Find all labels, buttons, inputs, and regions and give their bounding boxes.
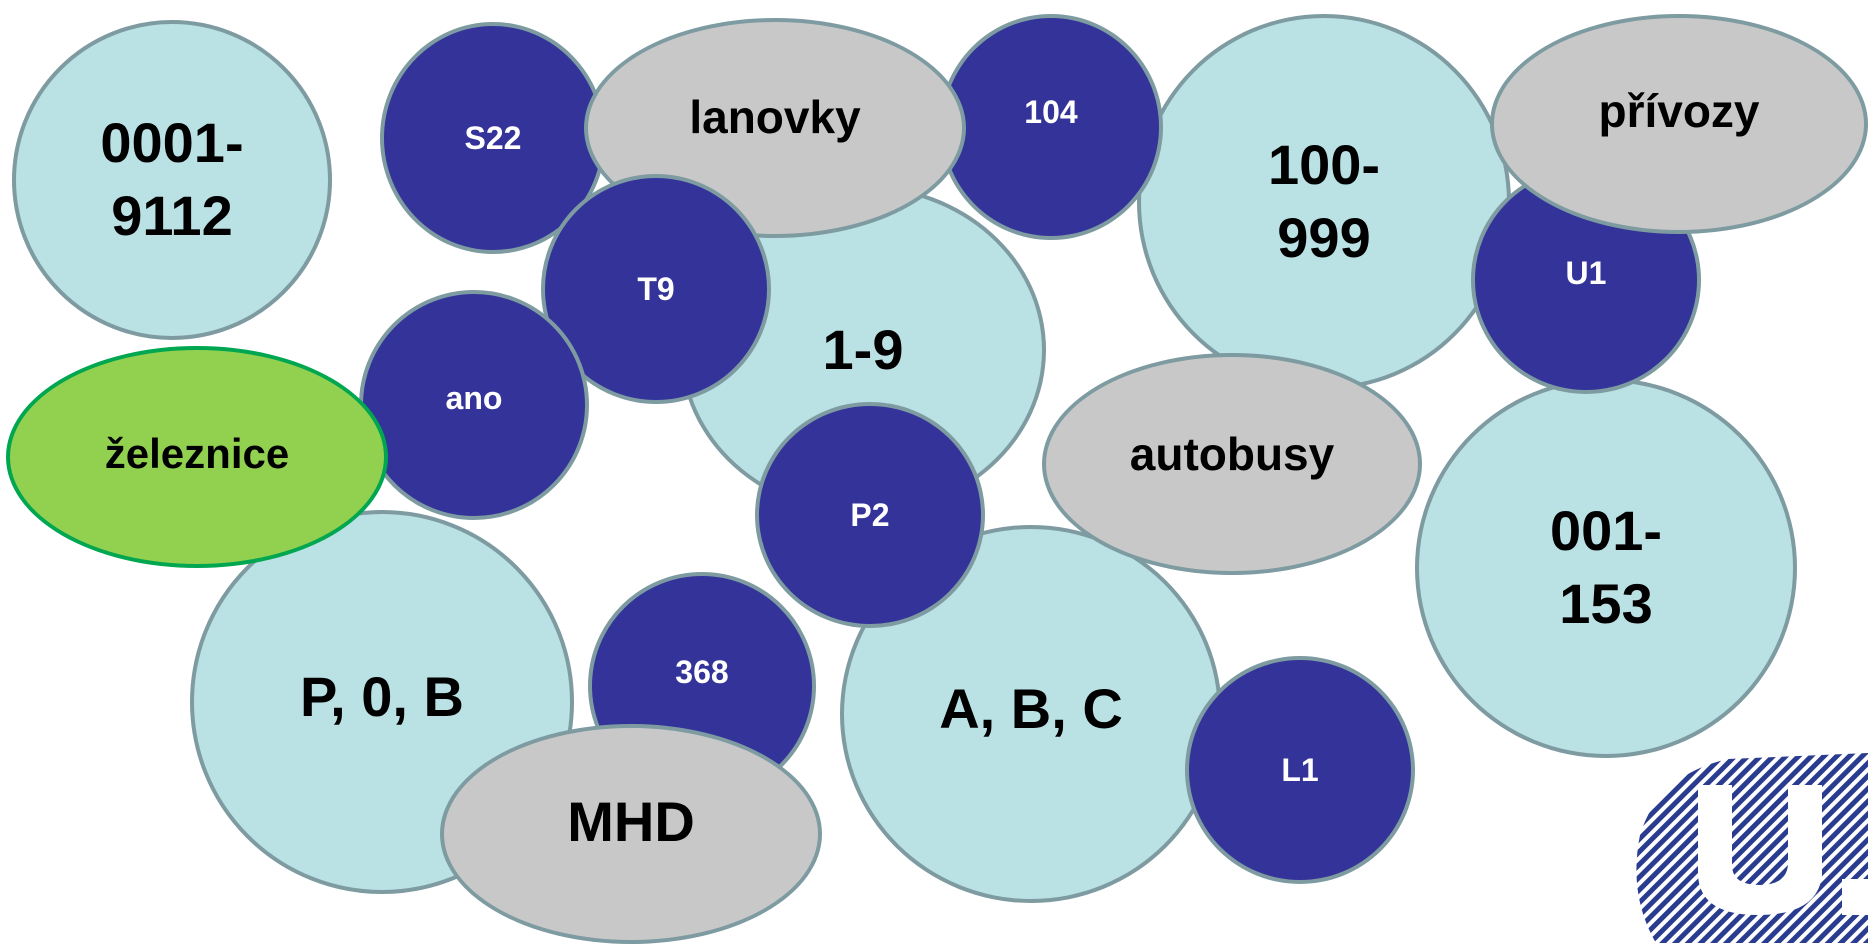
label-lanovky: lanovky xyxy=(689,91,861,143)
label-zeleznice: železnice xyxy=(104,430,290,477)
label-ano: ano xyxy=(445,379,503,416)
label-letters-abc: A, B, C xyxy=(939,676,1123,740)
label-mhd: MHD xyxy=(567,789,695,853)
circle-104: 104 xyxy=(939,14,1163,240)
label-privozy: přívozy xyxy=(1598,85,1760,137)
label-letters-pob: P, 0, B xyxy=(300,664,464,728)
label-s22: S22 xyxy=(464,119,522,156)
circle-urban-bus: 001- 153 xyxy=(1415,378,1797,758)
label-u1: U1 xyxy=(1565,254,1607,291)
oval-privozy: přívozy xyxy=(1490,14,1868,234)
label-city-lines: 1-9 xyxy=(822,317,904,381)
circle-railway-numbers: 0001- 9112 xyxy=(12,20,332,340)
label-urban-bus: 001- 153 xyxy=(1549,499,1663,635)
oval-autobusy: autobusy xyxy=(1042,353,1422,575)
label-104: 104 xyxy=(1024,93,1078,130)
oval-mhd: MHD xyxy=(440,724,822,944)
label-t9: T9 xyxy=(637,270,675,307)
label-l1: L1 xyxy=(1281,751,1319,788)
label-regional-bus: 100- 999 xyxy=(1267,133,1381,269)
circle-p2: P2 xyxy=(755,402,985,628)
circle-regional-bus: 100- 999 xyxy=(1137,14,1511,390)
label-p2: P2 xyxy=(850,496,890,533)
label-railway-numbers: 0001- 9112 xyxy=(100,111,244,247)
label-368: 368 xyxy=(675,653,729,690)
circle-l1: L1 xyxy=(1185,656,1415,884)
oval-zeleznice: železnice xyxy=(6,346,388,568)
logo-icon xyxy=(1636,753,1868,943)
circle-ano: ano xyxy=(359,290,589,520)
label-autobusy: autobusy xyxy=(1129,428,1335,480)
